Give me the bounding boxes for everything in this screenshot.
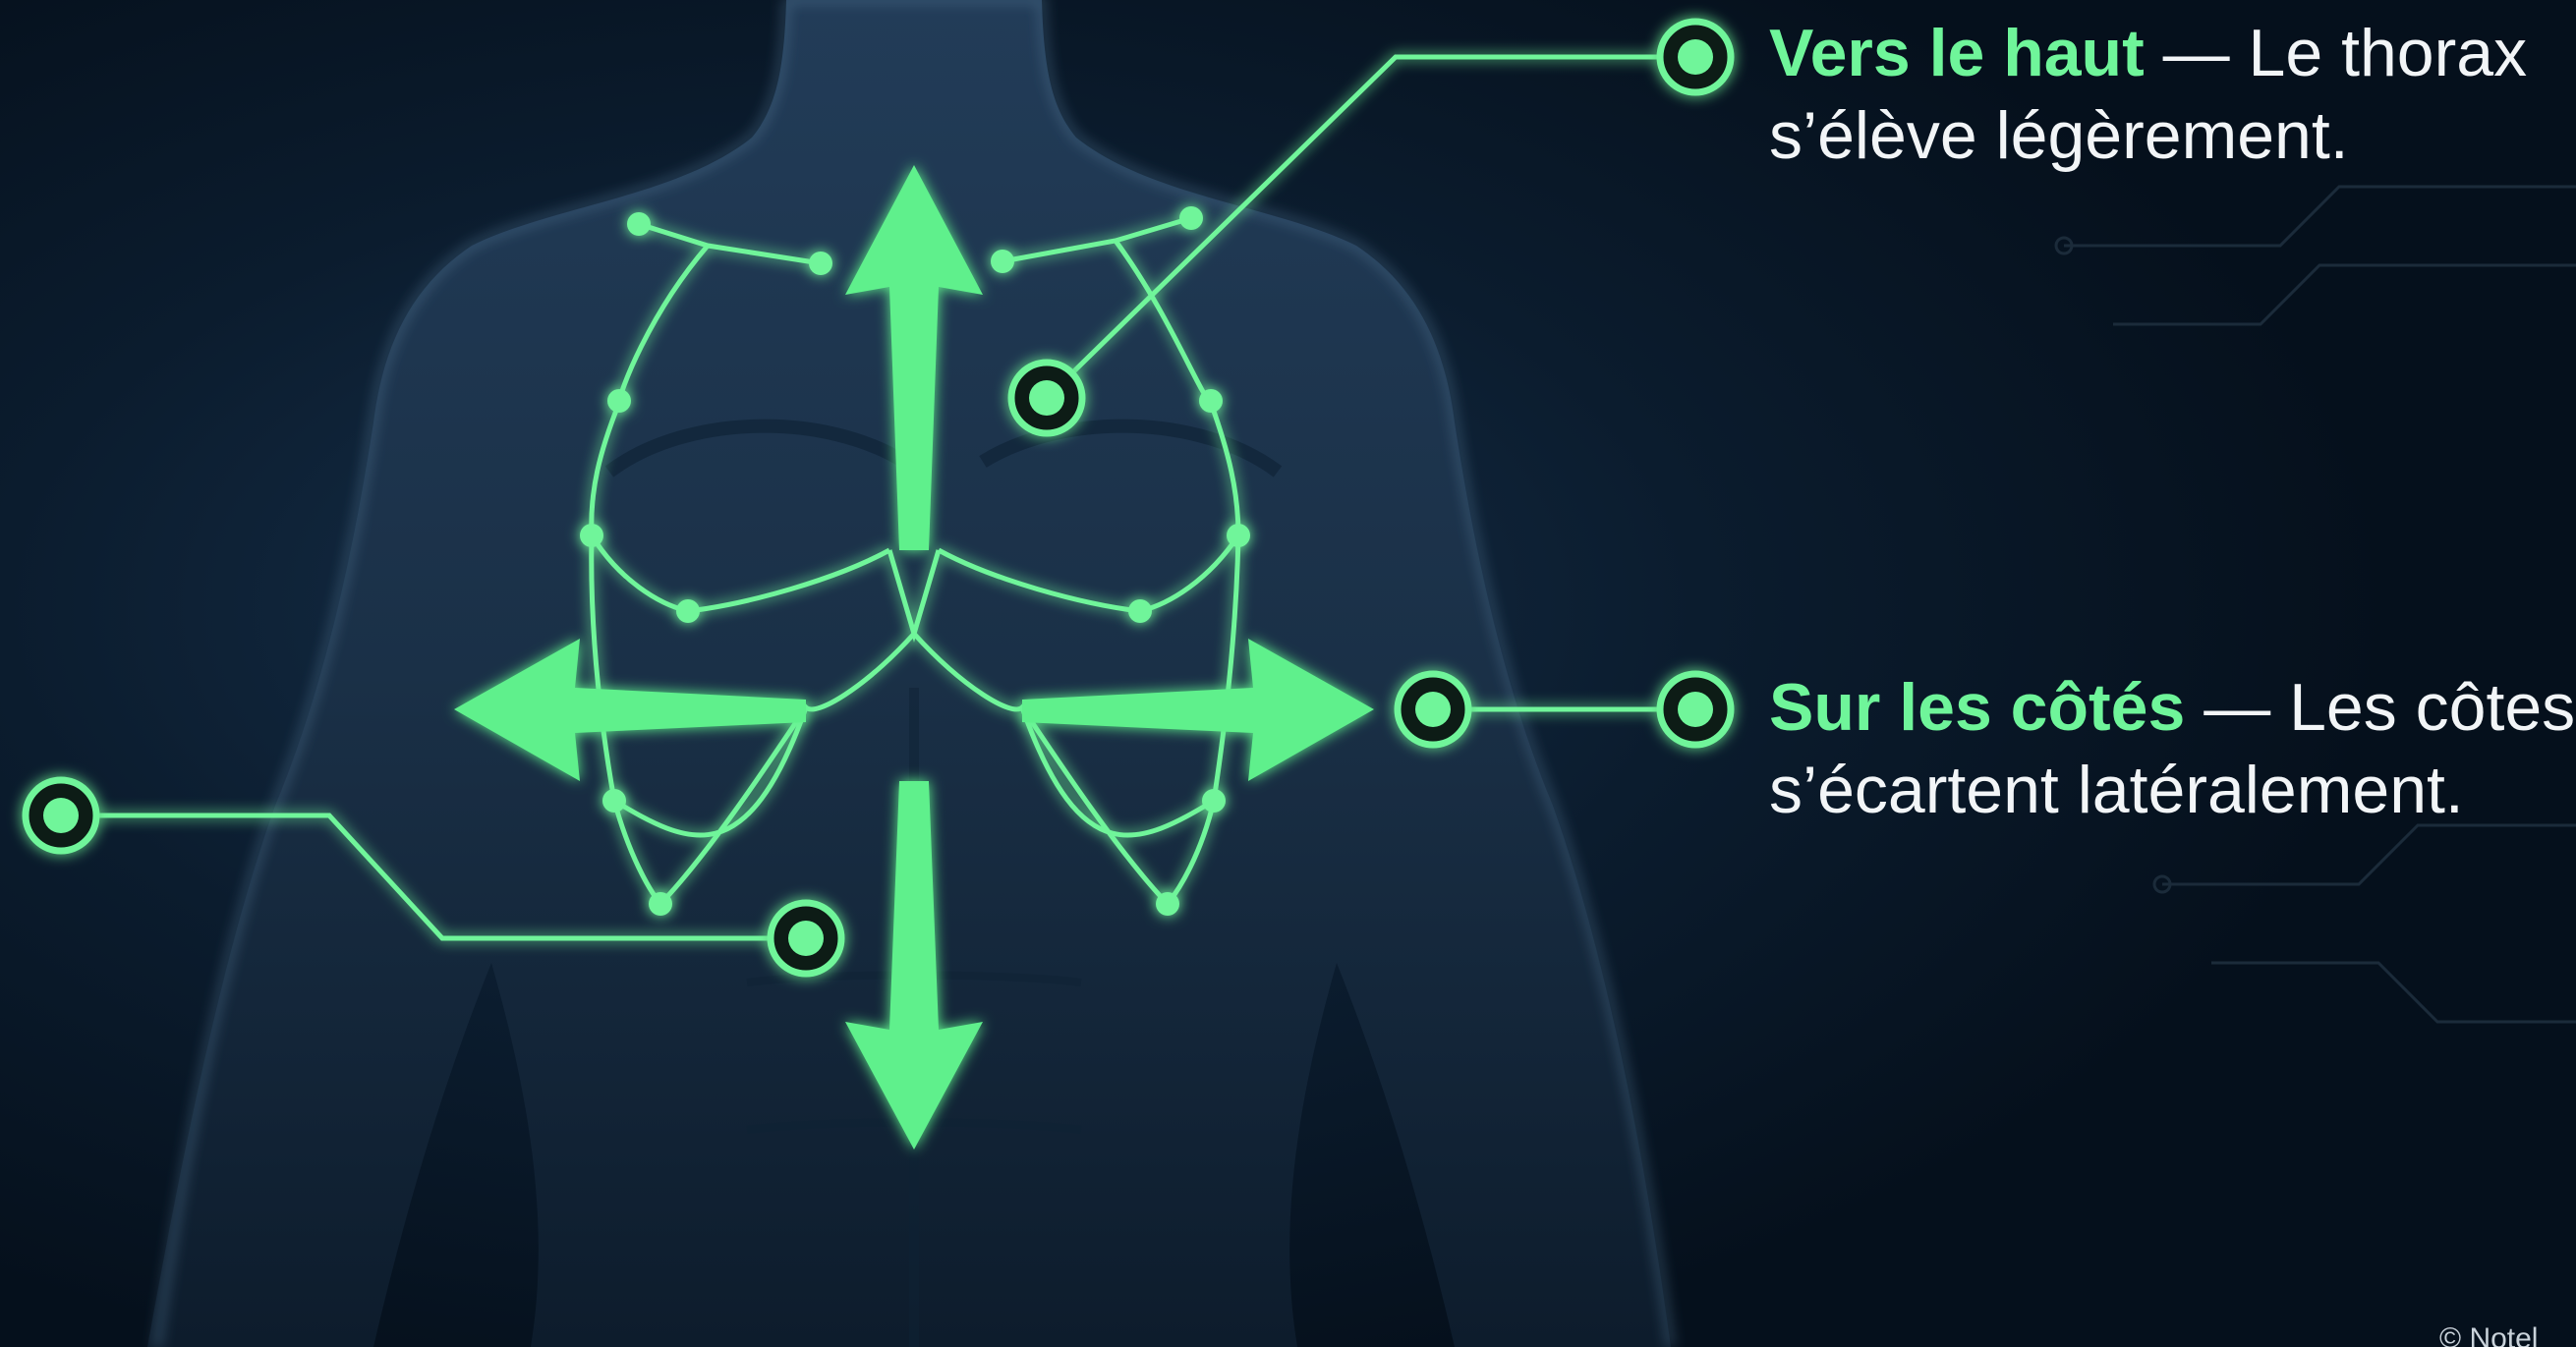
callout-sides-line1: Sur les côtés — Les côtes — [1769, 666, 2575, 749]
rib-node — [1227, 524, 1250, 547]
rib-node — [1199, 389, 1223, 413]
callout-up-line1-rest: Le thorax — [2249, 16, 2528, 90]
rib-node — [1179, 206, 1203, 230]
rib-node — [580, 524, 603, 547]
credit-watermark: © Notel — [2439, 1322, 2538, 1347]
rib-node — [649, 892, 672, 916]
rib-node — [1156, 892, 1179, 916]
rib-node — [676, 599, 700, 623]
rib-node — [627, 212, 651, 236]
target-icon — [1660, 674, 1731, 745]
callout-up-title: Vers le haut — [1769, 16, 2145, 90]
target-icon — [1398, 674, 1468, 745]
callout-sides-line2: s’écartent latéralement. — [1769, 749, 2575, 831]
callout-sides-text: Sur les côtés — Les côtes s’écartent lat… — [1769, 666, 2575, 831]
rib-node — [991, 250, 1014, 273]
target-icon — [26, 780, 96, 851]
callout-up-line2: s’élève légèrement. — [1769, 94, 2527, 177]
target-icon — [1660, 22, 1731, 92]
callout-up-line1: Vers le haut — Le thorax — [1769, 12, 2527, 94]
callout-up-text: Vers le haut — Le thorax s’élève légèrem… — [1769, 12, 2527, 177]
callout-up-separator: — — [2145, 16, 2249, 90]
callout-sides-line1-rest: Les côtes — [2289, 670, 2575, 745]
callout-sides-separator: — — [2185, 670, 2289, 745]
rib-node — [1128, 599, 1152, 623]
target-icon — [1011, 363, 1082, 433]
callout-sides-title: Sur les côtés — [1769, 670, 2185, 745]
rib-node — [607, 389, 631, 413]
rib-node — [602, 789, 626, 813]
target-icon — [771, 903, 841, 974]
rib-node — [1202, 789, 1226, 813]
rib-node — [809, 252, 832, 275]
